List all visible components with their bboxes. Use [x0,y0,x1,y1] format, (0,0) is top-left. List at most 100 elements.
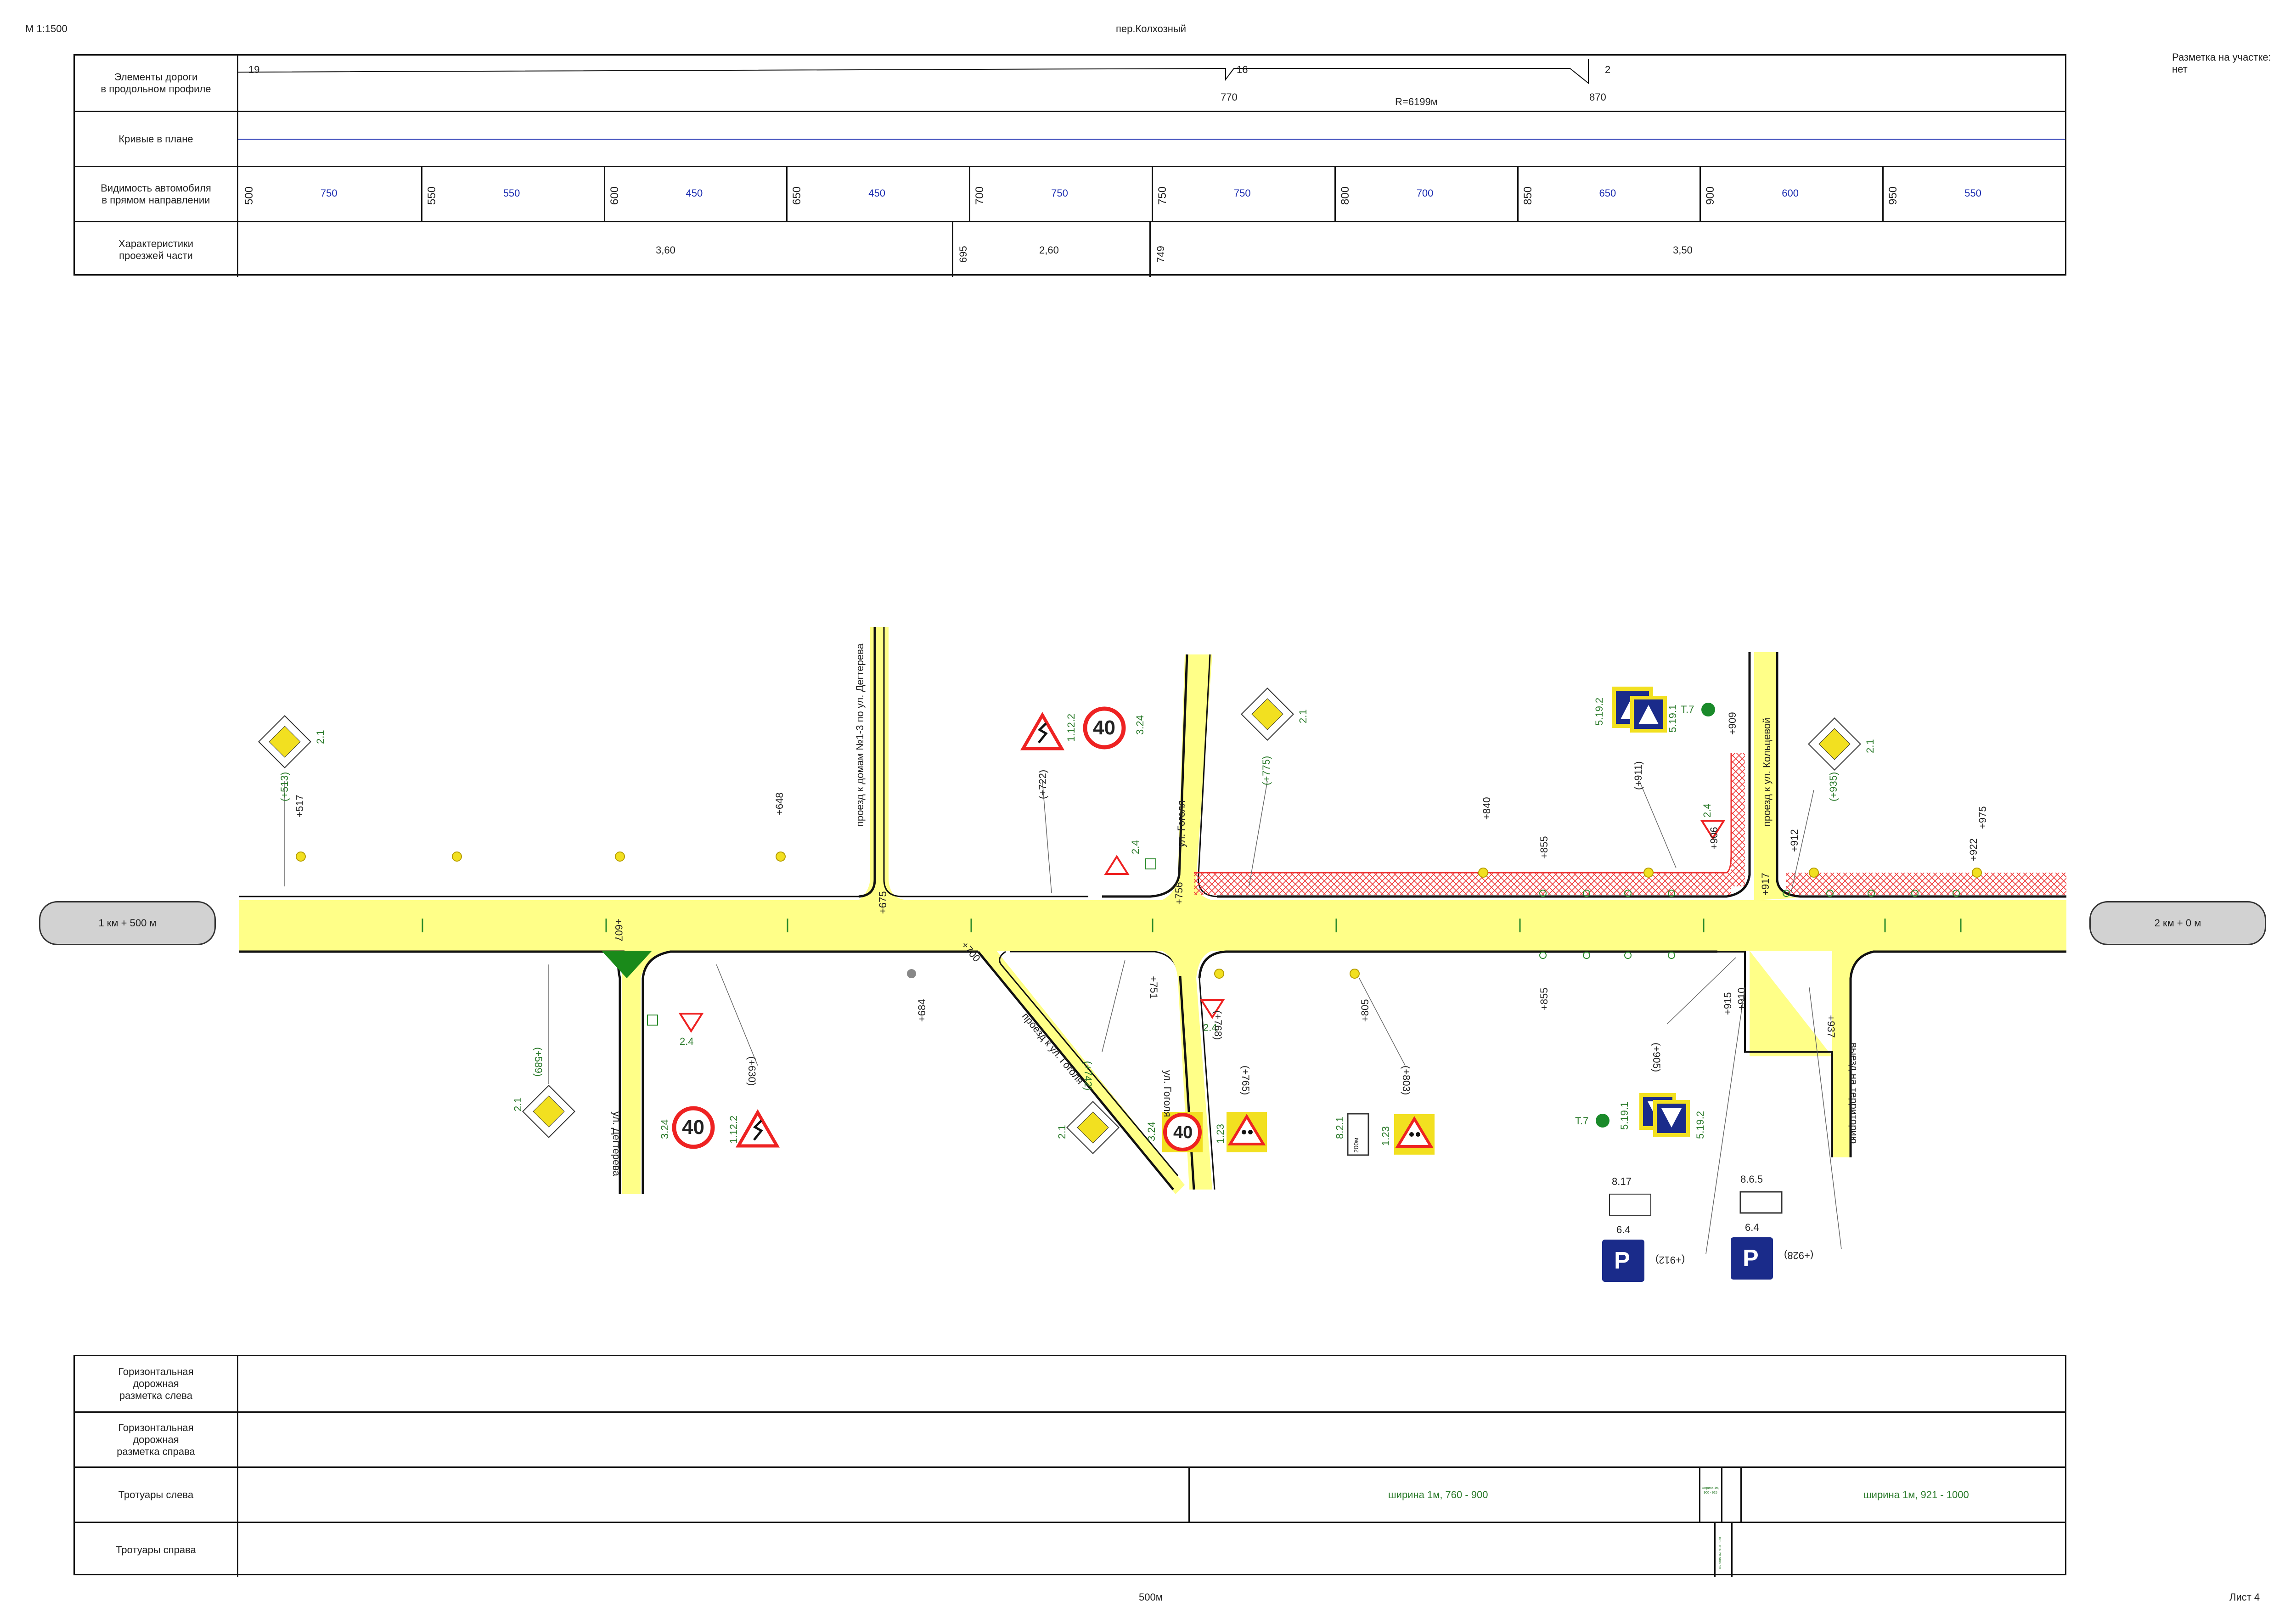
carriageway-width-1: 3,60 [656,244,675,256]
speed-limit-value: 40 [1093,716,1115,739]
speed-limit-sign [1162,1112,1203,1152]
sidewalk-left-segment: ширина 1м, 760 - 900 [1388,1489,1488,1500]
speed-limit-value: 40 [682,1116,704,1139]
marking-label: Разметка на участке: [2172,51,2271,63]
profile-point-3: 2 [1605,64,1611,75]
yield-triangle-marking [602,951,652,978]
sign-picket: (+722) [1037,769,1048,799]
sign-code: 8.2.1 [1334,1116,1345,1139]
picket-label: +909 [1727,712,1738,735]
sign-code: 6.4 [1616,1224,1631,1235]
profile-row: Элементы дороги в продольном профиле 19 … [75,56,2065,111]
profile-radius: R=6199м [1395,96,1438,107]
sidewalk-left-segment: ширина 1м, 900 - 915 [1702,1487,1719,1494]
visibility-divider [1517,167,1519,221]
picket-label: +675 [877,891,889,914]
sidewalk-left-segment: ширина 1м, 921 - 1000 [1863,1489,1969,1500]
sign-picket: (+589) [533,1047,544,1077]
visibility-value: 650 [1599,187,1616,199]
traffic-light-icon [1596,1114,1609,1128]
street-gogolya-diag [978,951,1185,1194]
sign-picket: (+912) [1655,1254,1685,1266]
sign-picket: (+911) [1632,761,1644,790]
visibility-value: 600 [1782,187,1799,199]
sign-code: 2.4 [1130,840,1141,854]
children-sign [1227,1112,1267,1152]
row-label: Элементы дороги в продольном профиле [75,56,238,111]
marking-left-row: Горизонтальная дорожная разметка слева [75,1356,2065,1411]
sign-picket: (+513) [279,772,290,801]
parking-sign [1731,1237,1773,1280]
sidewalk-left-row: Тротуары слева ширина 1м, 760 - 900 шири… [75,1466,2065,1522]
parking-letter: P [1614,1247,1630,1274]
children-sign [1394,1114,1435,1155]
picket-label: +855 [1538,836,1550,859]
sign-picket: (+630) [746,1056,758,1086]
row-label: Кривые в плане [75,112,238,166]
picket-label: +915 [1722,992,1733,1015]
sign-code: 5.19.2 [1694,1111,1706,1139]
marking-value: нет [2172,63,2188,75]
plate-8-6-5 [1739,1191,1783,1214]
visibility-value: 750 [1051,187,1068,199]
carriageway-width-2: 2,60 [1039,244,1059,256]
sign-code: 1.12.2 [728,1115,739,1144]
visibility-divider [786,167,788,221]
visibility-value: 450 [686,187,703,199]
picket-label: +922 [1968,838,1979,861]
sign-code: 2.4 [680,1036,694,1047]
street-label: ул. Гоголя [1176,800,1187,847]
sign-code: 5.19.1 [1619,1101,1630,1130]
sign-code: 1.12.2 [1065,713,1077,742]
sign-code: 5.19.2 [1593,697,1605,726]
pedestrian-crossing-sign [1630,696,1667,733]
sign-code: 3.24 [1146,1122,1157,1141]
start-chainage-pill: 1 км + 500 м [39,901,216,945]
sign-code: 8.6.5 [1740,1173,1763,1185]
hatched-area-3 [1786,873,2066,895]
street-label: выезд на территорию [1848,1043,1860,1144]
street-degtereva-down [615,951,670,1194]
sidewalk-markers [1539,890,1960,959]
picket-label: +684 [916,999,928,1022]
sign-picket: (+775) [1261,756,1272,785]
sign-code: 2.1 [1056,1125,1068,1139]
hatched-area-2 [1731,753,1745,886]
visibility-value: 550 [503,187,520,199]
street-exit [1731,951,1874,1157]
visibility-value: 550 [1964,187,1981,199]
parking-letter: P [1743,1245,1759,1272]
sign-code: 2.1 [512,1097,523,1111]
dangerous-curve-sign [735,1109,780,1148]
priority-road-sign [1241,688,1294,741]
sign-code: 2.4 [1203,1022,1217,1033]
visibility-value: 450 [868,187,886,199]
marking-right-row: Горизонтальная дорожная разметка справа [75,1411,2065,1466]
picket-label: +937 [1825,1015,1837,1038]
priority-road-sign [522,1085,575,1138]
end-chainage-pill: 2 км + 0 м [2089,901,2266,945]
picket-label: +912 [1789,829,1800,852]
street-gogolya-up [1162,654,1212,900]
picket-label: +805 [1359,999,1371,1022]
profile-distance-2: 870 [1589,91,1606,103]
visibility-divider [421,167,422,221]
sidewalk-right-segment: ширина 1м, 910 - 920 [1719,1537,1722,1569]
sign-code: 8.17 [1612,1176,1632,1187]
visibility-divider [1882,167,1884,221]
row-label: Горизонтальная дорожная разметка слева [75,1356,238,1411]
yield-sign [678,1013,704,1033]
traffic-light-icon [1701,703,1715,716]
sign-code: 1.23 [1215,1124,1226,1144]
picket-label: +917 [1760,873,1771,896]
speed-limit-sign [1083,706,1126,750]
picket-label: +751 [1148,976,1159,999]
profile-point-2: 16 [1237,64,1248,75]
visibility-divider [1152,167,1153,221]
plate-8-17 [1609,1194,1651,1216]
profile-distance-1: 770 [1221,91,1238,103]
parking-sign [1602,1240,1644,1282]
picket-label: +855 [1538,987,1550,1010]
picket-label: +756 [1173,882,1185,905]
